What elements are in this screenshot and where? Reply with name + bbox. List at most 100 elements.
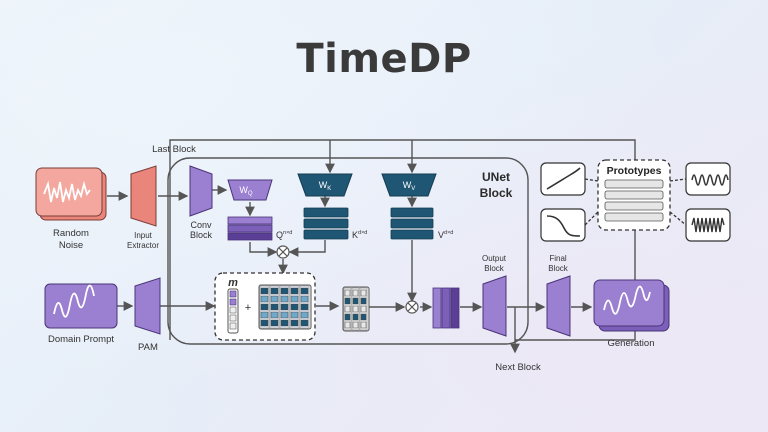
matrix-cell	[290, 295, 299, 303]
q-to-multiply-line	[249, 242, 278, 257]
unet-block-label-2: Block	[480, 186, 513, 200]
random-noise-label-1: Random	[53, 228, 89, 239]
matrix-cell	[360, 289, 367, 297]
domain-prompt-card	[44, 283, 118, 329]
conv-block-shape	[189, 165, 213, 217]
matrix-cell	[290, 287, 299, 295]
matrix-cell	[270, 303, 279, 311]
page-title: TimeDP	[296, 36, 472, 82]
output-block-shape	[482, 275, 507, 337]
zigzag-wave-icon	[691, 217, 725, 233]
last-block-label: Last Block	[152, 144, 196, 155]
matrix-cell	[352, 289, 359, 297]
matrix-cell	[290, 319, 299, 327]
matrix-cell	[360, 313, 367, 321]
generation-label: Generation	[607, 338, 654, 349]
matrix-cell	[260, 319, 269, 327]
final-block-label-1: Final	[549, 254, 567, 263]
v-matrix	[390, 207, 434, 240]
matrix-cell	[300, 303, 309, 311]
matrix-cell	[260, 311, 269, 319]
matrix-cell	[260, 295, 269, 303]
matrix-cell	[270, 295, 279, 303]
k-label: Kd×d	[352, 230, 367, 240]
input-extractor-label-2: Extractor	[127, 241, 159, 250]
wv-label: WV	[403, 180, 416, 192]
falling-curve-icon	[546, 215, 581, 237]
prototype-sine-2-card	[685, 208, 731, 242]
matrix-cell	[280, 311, 289, 319]
multiply-2-icon	[405, 300, 419, 314]
final-block-label-2: Block	[548, 264, 569, 273]
multiply-icon	[276, 245, 290, 259]
conv-block-label-2: Block	[190, 230, 213, 240]
final-block-shape	[546, 275, 571, 337]
prototype-connectors	[584, 178, 687, 226]
pam-shape	[134, 277, 161, 335]
unet-block-label-1: UNet	[482, 170, 510, 184]
matrix-cell	[260, 303, 269, 311]
wk-label: WK	[319, 180, 332, 192]
matrix-cell	[270, 287, 279, 295]
prototype-bars	[604, 179, 664, 222]
noise-wave-icon	[43, 180, 91, 203]
wv-shape	[381, 173, 437, 197]
prototype-curve-2-card	[540, 208, 586, 242]
wk-shape	[297, 173, 353, 197]
matrix-cell	[280, 295, 289, 303]
output-feature-stack	[432, 287, 460, 329]
input-extractor-label-1: Input	[134, 231, 153, 240]
m-vector	[227, 288, 239, 334]
matrix-cell	[344, 305, 351, 313]
matrix-cell	[270, 311, 279, 319]
domain-prompt-label: Domain Prompt	[48, 334, 114, 345]
matrix-cell	[300, 319, 309, 327]
prototypes-label: Prototypes	[607, 165, 662, 177]
matrix-cell	[352, 297, 359, 305]
wq-shape	[227, 179, 273, 201]
matrix-cell	[344, 321, 351, 329]
matrix-cell	[300, 287, 309, 295]
matrix-cell	[360, 297, 367, 305]
matrix-cell	[352, 313, 359, 321]
prompt-wave-icon	[53, 284, 95, 318]
matrix-cell	[352, 321, 359, 329]
rising-curve-icon	[546, 167, 581, 190]
output-block-label-2: Block	[484, 264, 505, 273]
k-matrix	[303, 207, 349, 240]
matrix-cell	[344, 297, 351, 305]
sine-wave-icon	[691, 174, 729, 186]
plus-icon: +	[245, 302, 251, 314]
matrix-cell	[280, 287, 289, 295]
conv-block-label-1: Conv	[190, 220, 212, 230]
matrix-cell	[290, 311, 299, 319]
random-noise-label-2: Noise	[59, 240, 83, 251]
matrix-cell	[300, 295, 309, 303]
m-label: m	[228, 277, 238, 289]
m-matrix	[258, 284, 312, 330]
generation-wave-icon	[603, 285, 651, 315]
k-to-multiply-line	[288, 240, 326, 257]
q-label: Qn×d	[276, 230, 292, 240]
unet-block-outline	[167, 157, 529, 345]
matrix-cell	[280, 303, 289, 311]
feedback-loop-line	[169, 139, 636, 341]
matrix-cell	[300, 311, 309, 319]
matrix-cell	[344, 313, 351, 321]
matrix-cell	[270, 319, 279, 327]
generation-card	[593, 279, 670, 332]
prototype-sine-1-card	[685, 162, 731, 196]
matrix-cell	[344, 289, 351, 297]
matrix-cell	[360, 321, 367, 329]
next-block-label: Next Block	[495, 362, 541, 373]
input-extractor-shape	[130, 165, 157, 227]
connection-lines	[107, 139, 636, 354]
attention-matrix	[342, 286, 370, 332]
v-label: Vd×d	[438, 230, 453, 240]
random-noise-card	[35, 167, 107, 221]
prototype-curve-1-card	[540, 162, 586, 196]
matrix-cell	[352, 305, 359, 313]
matrix-cell	[280, 319, 289, 327]
matrix-cell	[260, 287, 269, 295]
